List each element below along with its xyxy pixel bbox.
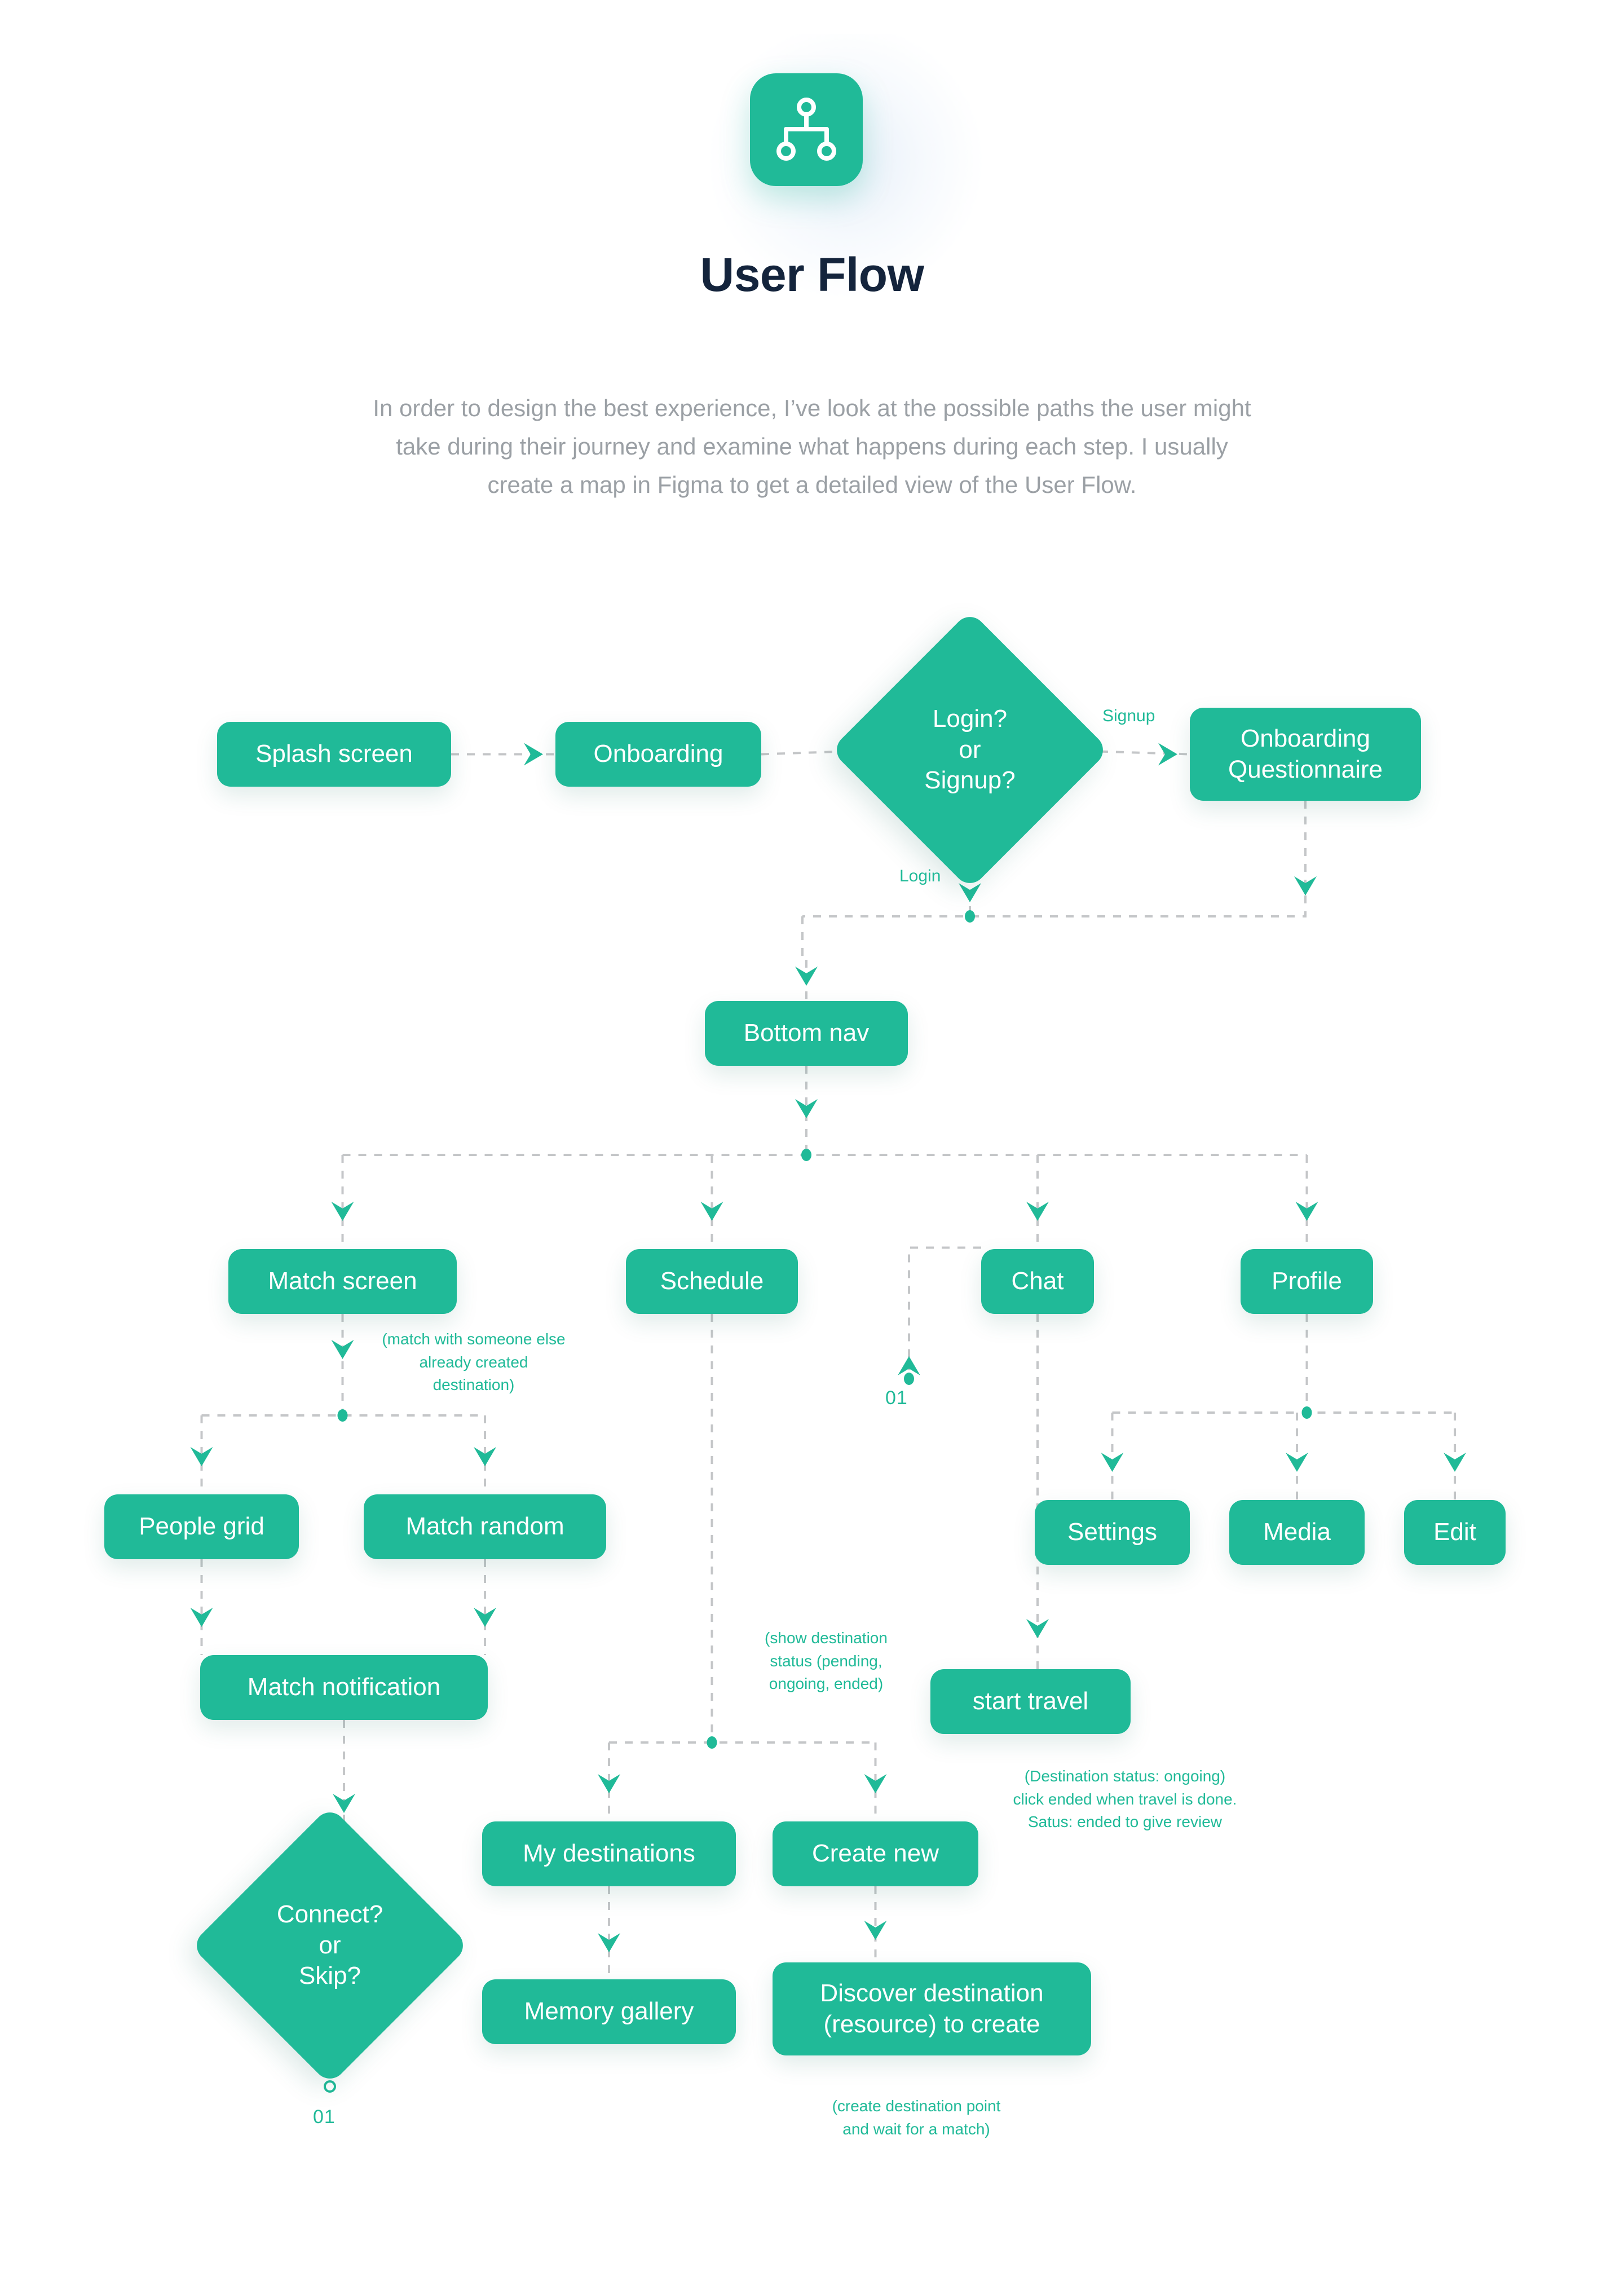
flow-node-onboarding[interactable]: Onboarding (555, 722, 761, 787)
connector-line (909, 1248, 981, 1371)
flow-node-media[interactable]: Media (1229, 1500, 1365, 1565)
flow-node-label: Match random (405, 1511, 564, 1542)
flow-node-match-notif[interactable]: Match notification (200, 1655, 488, 1720)
flow-node-my-dest[interactable]: My destinations (482, 1821, 736, 1886)
flow-node-schedule[interactable]: Schedule (626, 1249, 798, 1314)
flow-node-people-grid[interactable]: People grid (104, 1494, 299, 1559)
connector-arrowhead (1294, 876, 1317, 895)
flow-node-memory-gal[interactable]: Memory gallery (482, 1979, 736, 2044)
connector-endpoint-open (325, 2081, 335, 2092)
flow-node-label: Onboarding Questionnaire (1228, 724, 1383, 785)
flow-node-settings[interactable]: Settings (1035, 1500, 1190, 1565)
edge-label-login: Login (899, 867, 941, 886)
flow-node-label: Match screen (268, 1266, 417, 1297)
flow-node-label: My destinations (523, 1838, 695, 1869)
flow-node-label: Create new (812, 1838, 939, 1869)
flow-node-login-signup[interactable]: Login? or Signup? (871, 651, 1069, 849)
flow-node-label: start travel (973, 1686, 1088, 1717)
connector-id-conn-chat-01: 01 (885, 1387, 908, 1409)
flow-node-label: Onboarding (594, 739, 723, 770)
flow-node-match-random[interactable]: Match random (364, 1494, 606, 1559)
connector-junction-dot (904, 1373, 914, 1385)
connector-junction-dot (338, 1409, 348, 1422)
annotation-anno-dest-status: (show destination status (pending, ongoi… (733, 1627, 919, 1696)
connector-arrowhead (959, 883, 981, 902)
flow-node-label: Discover destination (resource) to creat… (820, 1978, 1043, 2040)
connector-arrowhead (1101, 1453, 1124, 1472)
annotation-anno-match: (match with someone else already created… (364, 1328, 584, 1397)
flow-node-label: Media (1263, 1517, 1331, 1548)
flow-node-label: People grid (139, 1511, 264, 1542)
flow-node-label: Match notification (248, 1672, 440, 1703)
flow-node-profile[interactable]: Profile (1241, 1249, 1373, 1314)
edge-label-signup: Signup (1102, 707, 1155, 726)
flow-node-label: Edit (1433, 1517, 1476, 1548)
annotation-anno-create: (create destination point and wait for a… (784, 2095, 1049, 2141)
flow-node-onb-quest[interactable]: Onboarding Questionnaire (1190, 708, 1421, 801)
flow-node-splash[interactable]: Splash screen (217, 722, 451, 787)
flow-node-connect-skip[interactable]: Connect? or Skip? (231, 1847, 429, 2044)
flow-node-label: Bottom nav (744, 1018, 870, 1049)
connector-arrowhead (1026, 1619, 1049, 1638)
flow-node-label: Settings (1067, 1517, 1157, 1548)
flow-node-label: Profile (1272, 1266, 1342, 1297)
connector-arrowhead (524, 743, 543, 766)
connector-arrowhead (898, 1356, 920, 1375)
connector-junction-dot (707, 1736, 717, 1749)
flow-node-create-new[interactable]: Create new (773, 1821, 978, 1886)
annotation-anno-travel: (Destination status: ongoing) click ende… (970, 1765, 1280, 1834)
connector-arrowhead (1158, 743, 1177, 766)
flow-node-label: Splash screen (255, 739, 413, 770)
connector-id-conn-skip-01: 01 (313, 2106, 336, 2128)
connector-arrowhead (795, 967, 818, 986)
connector-arrowhead (332, 1340, 354, 1359)
connector-line (802, 916, 806, 1001)
connector-junction-dot (965, 910, 975, 923)
connector-junction-dot (1302, 1406, 1312, 1419)
flow-node-label: Connect? or Skip? (277, 1899, 383, 1992)
flow-node-label: Memory gallery (524, 1996, 694, 2027)
flow-node-label: Login? or Signup? (924, 704, 1015, 796)
flow-node-label: Chat (1012, 1266, 1064, 1297)
flow-node-label: Schedule (660, 1266, 764, 1297)
flow-node-match-screen[interactable]: Match screen (228, 1249, 457, 1314)
flow-node-edit[interactable]: Edit (1404, 1500, 1506, 1565)
flow-node-chat[interactable]: Chat (981, 1249, 1094, 1314)
flow-node-start-travel[interactable]: start travel (930, 1669, 1131, 1734)
connector-arrowhead (1286, 1453, 1308, 1472)
connector-junction-dot (801, 1149, 811, 1161)
connector-arrowhead (333, 1794, 355, 1813)
connector-arrowhead (1444, 1453, 1466, 1472)
flow-node-bottom-nav[interactable]: Bottom nav (705, 1001, 908, 1066)
flow-node-discover-dest[interactable]: Discover destination (resource) to creat… (773, 1962, 1091, 2055)
